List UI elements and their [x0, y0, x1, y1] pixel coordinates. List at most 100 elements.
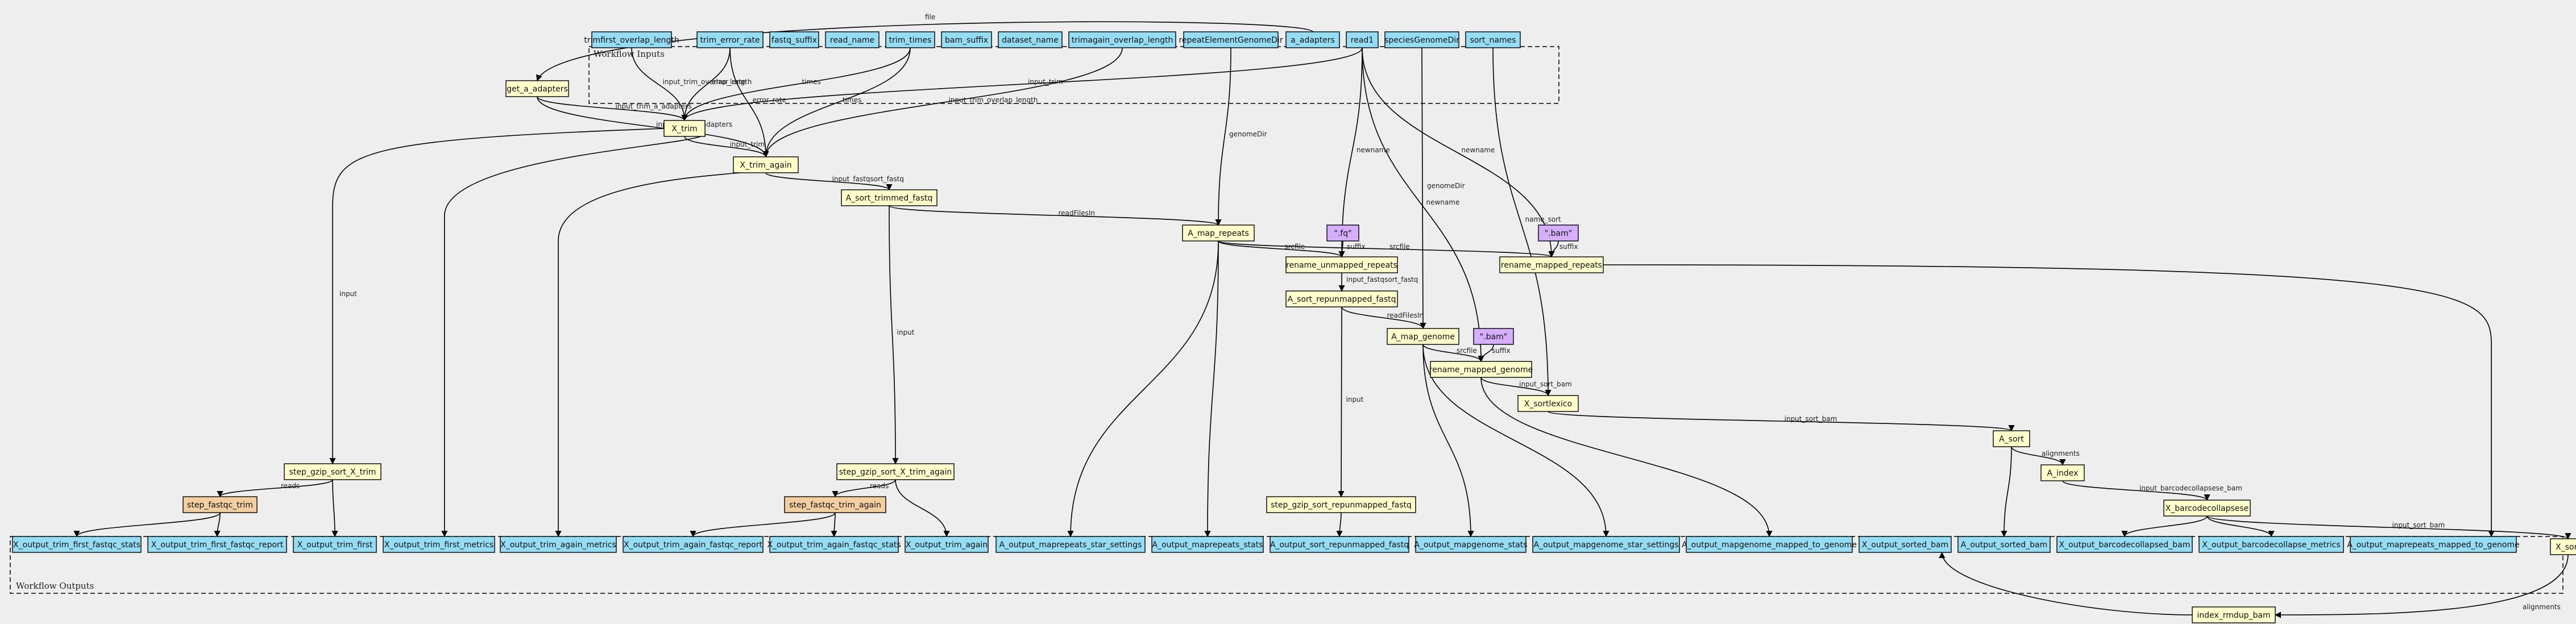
node-box[interactable] — [505, 80, 569, 97]
node-in-trimagain[interactable]: trimagain_overlap_length — [1068, 31, 1176, 48]
node-x-trim[interactable]: X_trim — [663, 120, 706, 137]
node-out-trim-again[interactable]: X_output_trim_again — [905, 536, 989, 553]
node-step-fastqc-trim[interactable]: step_fastqc_trim — [182, 496, 258, 513]
node-const-fq[interactable]: ".fq" — [1326, 224, 1359, 242]
node-box[interactable] — [2056, 536, 2193, 553]
node-x-sort[interactable]: X_sort — [2550, 538, 2576, 555]
node-box[interactable] — [500, 536, 617, 553]
node-box[interactable] — [1499, 256, 1604, 273]
node-box[interactable] — [2040, 464, 2085, 481]
node-x-barcodecollapse[interactable]: X_barcodecollapsese — [2163, 500, 2251, 517]
node-box[interactable] — [998, 31, 1063, 48]
node-out-barcodecollapse-metrics[interactable]: X_output_barcodecollapse_metrics — [2198, 536, 2344, 553]
node-box[interactable] — [1346, 31, 1379, 48]
node-out-trim-first-fastqc-stats[interactable]: X_output_trim_first_fastqc_stats — [12, 536, 142, 553]
node-out-maprepeats-stats[interactable]: A_output_maprepeats_stats — [1151, 536, 1264, 553]
node-in-sort-names[interactable]: sort_names — [1465, 31, 1521, 48]
node-in-dataset-name[interactable]: dataset_name — [998, 31, 1063, 48]
node-box[interactable] — [182, 496, 258, 513]
node-out-barcodecollapsed-bam[interactable]: X_output_barcodecollapsed_bam — [2056, 536, 2193, 553]
node-box[interactable] — [2198, 536, 2344, 553]
node-box[interactable] — [1384, 31, 1459, 48]
node-box[interactable] — [591, 31, 672, 48]
node-out-x-sorted-bam[interactable]: X_output_sorted_bam — [1859, 536, 1952, 553]
node-const-bam2[interactable]: ".bam" — [1473, 328, 1514, 345]
node-box[interactable] — [1415, 536, 1526, 553]
node-out-sort-repunmapped[interactable]: A_output_sort_repunmapped_fastq — [1270, 536, 1409, 553]
node-box[interactable] — [1686, 536, 1853, 553]
node-box[interactable] — [1993, 430, 2030, 447]
node-box[interactable] — [1859, 536, 1952, 553]
node-step-gzip-sort-x-trim-again[interactable]: step_gzip_sort_X_trim_again — [836, 463, 955, 480]
node-box[interactable] — [769, 536, 899, 553]
node-box[interactable] — [825, 31, 880, 48]
node-out-trim-again-fastqc-stats[interactable]: X_output_trim_again_fastqc_stats — [767, 536, 901, 553]
node-out-maprepeats-mapped[interactable]: A_output_maprepeats_mapped_to_genome — [2347, 536, 2520, 553]
node-box[interactable] — [1538, 224, 1579, 242]
node-box[interactable] — [1517, 395, 1579, 412]
node-in-read1[interactable]: read1 — [1346, 31, 1379, 48]
node-in-repeat-dir[interactable]: repeatElementGenomeDir — [1179, 31, 1283, 48]
node-step-gzip-sort-x-trim[interactable]: step_gzip_sort_X_trim — [284, 463, 381, 480]
node-box[interactable] — [1326, 224, 1359, 242]
node-box[interactable] — [383, 536, 495, 553]
node-box[interactable] — [1182, 224, 1255, 242]
node-in-trim-error[interactable]: trim_error_rate — [696, 31, 764, 48]
node-out-trim-first-metrics[interactable]: X_output_trim_first_metrics — [383, 536, 495, 553]
node-box[interactable] — [1151, 536, 1264, 553]
node-box[interactable] — [905, 536, 989, 553]
node-box[interactable] — [1532, 536, 1680, 553]
node-box[interactable] — [1270, 536, 1409, 553]
node-rename-mapped-repeats[interactable]: rename_mapped_repeats — [1499, 256, 1604, 273]
node-out-a-sorted-bam[interactable]: A_output_sorted_bam — [1957, 536, 2051, 553]
node-box[interactable] — [885, 31, 935, 48]
node-box[interactable] — [769, 31, 819, 48]
node-out-mapgenome-mapped[interactable]: A_output_mapgenome_mapped_to_genome — [1682, 536, 1857, 553]
node-out-mapgenome-stats[interactable]: A_output_mapgenome_stats — [1414, 536, 1528, 553]
node-box[interactable] — [284, 463, 381, 480]
node-box[interactable] — [2550, 538, 2576, 555]
node-box[interactable] — [784, 496, 886, 513]
node-const-bam1[interactable]: ".bam" — [1538, 224, 1579, 242]
node-in-read-name[interactable]: read_name — [825, 31, 880, 48]
node-box[interactable] — [623, 536, 764, 553]
node-box[interactable] — [663, 120, 706, 137]
node-out-trim-first[interactable]: X_output_trim_first — [293, 536, 377, 553]
node-in-trimfirst[interactable]: trimfirst_overlap_length — [584, 31, 679, 48]
node-a-index[interactable]: A_index — [2040, 464, 2085, 481]
node-step-fastqc-trim-again[interactable]: step_fastqc_trim_again — [784, 496, 886, 513]
node-out-trim-first-fastqc-report[interactable]: X_output_trim_first_fastqc_report — [147, 536, 287, 553]
node-box[interactable] — [12, 536, 142, 553]
node-rename-mapped-genome[interactable]: rename_mapped_genome — [1429, 361, 1533, 378]
node-out-trim-again-fastqc-report[interactable]: X_output_trim_again_fastqc_report — [623, 536, 764, 553]
node-get-a-adapters[interactable]: get_a_adapters — [505, 80, 569, 97]
node-out-mapgenome-star[interactable]: A_output_mapgenome_star_settings — [1532, 536, 1680, 553]
node-a-sort-trimmed-fastq[interactable]: A_sort_trimmed_fastq — [841, 189, 938, 206]
node-rename-unmapped-repeats[interactable]: rename_unmapped_repeats — [1285, 256, 1398, 273]
node-box[interactable] — [1957, 536, 2051, 553]
node-box[interactable] — [2163, 500, 2251, 517]
node-box[interactable] — [147, 536, 287, 553]
node-a-sort-repunmapped[interactable]: A_sort_repunmapped_fastq — [1285, 290, 1398, 307]
node-index-rmdup-bam[interactable]: index_rmdup_bam — [2192, 606, 2276, 623]
node-in-fastq-suffix[interactable]: fastq_suffix — [769, 31, 819, 48]
node-box[interactable] — [836, 463, 955, 480]
node-box[interactable] — [1285, 290, 1398, 307]
node-box[interactable] — [1183, 31, 1279, 48]
node-box[interactable] — [841, 189, 938, 206]
node-box[interactable] — [1473, 328, 1514, 345]
node-box[interactable] — [1285, 31, 1340, 48]
node-a-map-repeats[interactable]: A_map_repeats — [1182, 224, 1255, 242]
node-box[interactable] — [1285, 256, 1398, 273]
node-box[interactable] — [1266, 496, 1416, 513]
node-a-sort[interactable]: A_sort — [1993, 430, 2030, 447]
node-box[interactable] — [1387, 328, 1459, 345]
node-in-bam-suffix[interactable]: bam_suffix — [941, 31, 992, 48]
node-out-maprepeats-star[interactable]: A_output_maprepeats_star_settings — [995, 536, 1146, 553]
node-x-sortlexico[interactable]: X_sortlexico — [1517, 395, 1579, 412]
node-box[interactable] — [2350, 536, 2517, 553]
node-box[interactable] — [1068, 31, 1176, 48]
node-box[interactable] — [995, 536, 1146, 553]
node-box[interactable] — [293, 536, 377, 553]
node-in-species-dir[interactable]: speciesGenomeDir — [1384, 31, 1459, 48]
